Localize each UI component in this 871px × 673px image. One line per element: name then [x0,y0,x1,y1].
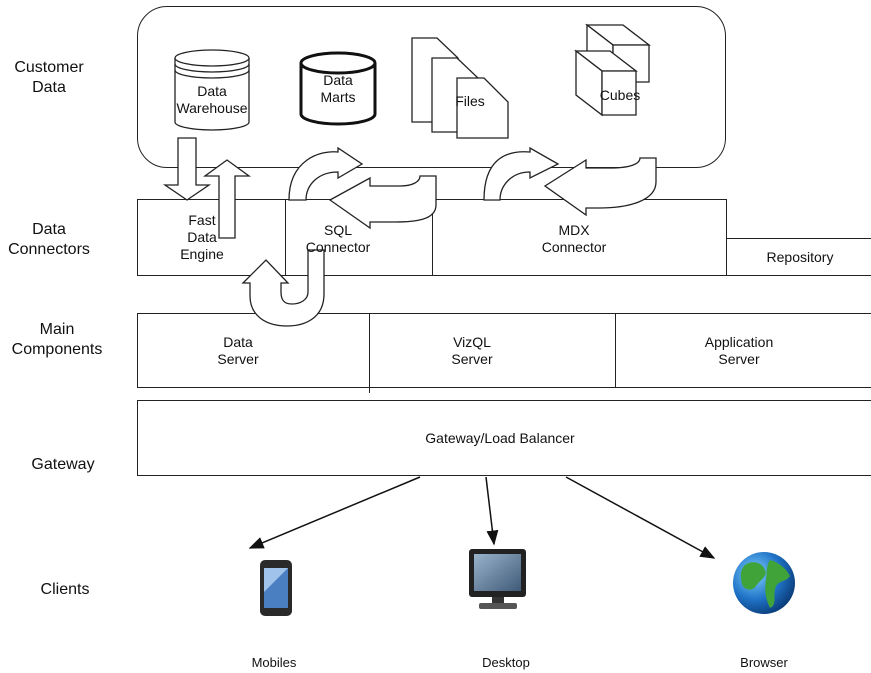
data-warehouse-label: Data Warehouse [176,83,248,116]
vizql-server-label: VizQL Server [451,334,493,367]
browser-globe-icon [733,552,795,614]
desktop-label: Desktop [482,655,530,670]
fast-data-engine-cell [137,199,286,276]
main-components-divider-2 [615,313,616,388]
mdx-connector-label: MDX Connector [541,222,607,255]
repository-cell [726,238,871,276]
sql-curved-arrow [288,146,364,201]
mobiles-label: Mobiles [251,655,297,670]
data-server-label: Data Server [217,334,259,367]
fast-data-engine-label: Fast Data Engine [180,212,224,262]
data-marts-label: Data Marts [320,72,356,105]
layer-label-customer-data: Customer Data [14,59,84,96]
repository-label: Repository [766,249,834,265]
arrow-to-desktop [485,476,499,546]
sql-return-arrow [328,175,437,230]
files-icon [411,37,509,139]
data-marts-icon [299,51,377,126]
gateway-box [137,400,871,476]
cubes-icon [574,23,651,117]
arrow-to-browser [565,476,716,559]
gateway-label: Gateway/Load Balancer [425,430,575,446]
down-block-arrow [162,137,212,201]
files-label: Files [455,93,485,109]
main-components-row [137,313,871,388]
desktop-monitor-icon [469,549,526,609]
up-block-arrow [203,159,251,239]
mobile-phone-icon [260,560,292,616]
cubes-label: Cubes [599,87,641,103]
layer-label-gateway: Gateway [31,456,95,473]
layer-label-main-components: Main Components [11,321,103,358]
data-warehouse-icon [174,49,250,131]
sql-connector-cell [285,199,433,276]
layer-label-clients: Clients [40,581,90,598]
mdx-return-arrow [543,157,657,217]
browser-label: Browser [740,655,788,670]
main-components-divider-1 [369,313,370,393]
mdx-curved-arrow [483,146,560,201]
application-server-label: Application Server [704,334,774,367]
arrow-to-mobiles [248,476,421,549]
u-turn-arrow [241,249,325,327]
layer-label-data-connectors: Data Connectors [8,221,90,258]
sql-connector-label: SQL Connector [305,222,371,255]
